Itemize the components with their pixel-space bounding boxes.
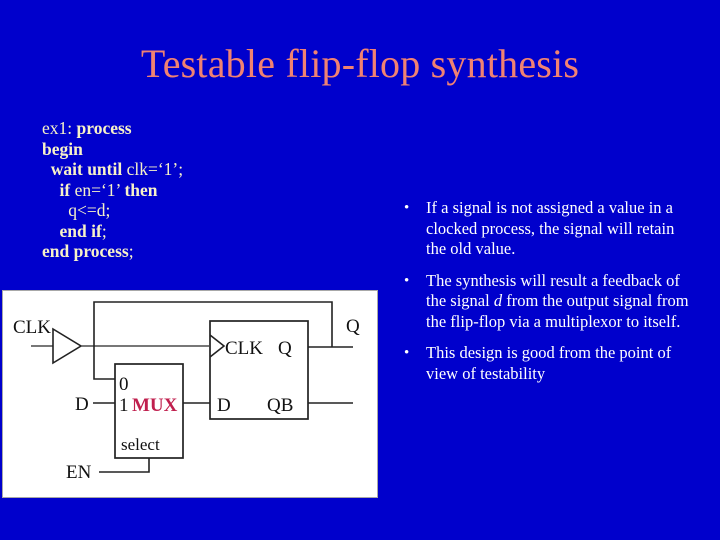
bullet-text: This design is good from the point of vi… xyxy=(426,343,671,383)
bullet-segment: from the output signal from the flip-flo… xyxy=(426,291,689,331)
code-line: wait until clk=‘1’; xyxy=(42,159,342,180)
circuit-diagram-panel: CLK D EN Q 0 1 MUX select CLK Q D QB xyxy=(2,290,378,498)
wire-en-select xyxy=(99,458,150,473)
code-keyword: if xyxy=(59,179,75,200)
bullet-item: • The synthesis will result a feedback of… xyxy=(398,271,698,333)
label-d-input: D xyxy=(75,394,89,415)
label-mux-name: MUX xyxy=(132,395,178,416)
code-keyword: wait until xyxy=(50,159,127,179)
code-line: if en=‘1’ then xyxy=(42,180,342,201)
bullet-emphasis: d xyxy=(493,291,503,310)
code-line: begin xyxy=(42,139,342,160)
flipflop-box xyxy=(209,320,309,420)
code-keyword: begin xyxy=(42,138,83,159)
bullet-segment: The synthesis will result a feedback of … xyxy=(426,270,680,311)
label-mux-input-0: 0 xyxy=(119,374,129,395)
code-indent xyxy=(42,180,60,200)
bullet-item: • If a signal is not assigned a value in … xyxy=(398,198,698,260)
wire-feedback-q-to-mux0 xyxy=(93,301,333,380)
code-indent xyxy=(42,159,51,179)
bullet-segment: If a signal is not assigned a value in a… xyxy=(426,198,675,258)
label-clk-input: CLK xyxy=(13,317,51,338)
code-line: end if; xyxy=(42,221,342,242)
code-indent xyxy=(42,221,60,241)
label-mux-select: select xyxy=(121,435,160,454)
bullet-text: The synthesis will result a feedback of … xyxy=(426,271,689,331)
code-line: end process; xyxy=(42,241,342,262)
label-q-output: Q xyxy=(346,316,360,337)
code-text: ex1: xyxy=(42,118,77,138)
code-text: q<=d; xyxy=(68,200,111,220)
code-line: ex1: process xyxy=(42,118,342,139)
clk-buffer-triangle xyxy=(52,327,83,365)
label-en-input: EN xyxy=(66,462,92,483)
code-keyword: end if xyxy=(59,220,102,241)
code-text: clk=‘1’; xyxy=(126,159,184,179)
bullet-marker-icon: • xyxy=(404,272,410,289)
bullet-marker-icon: • xyxy=(404,345,410,361)
bullet-text: If a signal is not assigned a value in a… xyxy=(426,198,674,258)
code-keyword: then xyxy=(124,179,158,200)
label-ff-q: Q xyxy=(278,338,292,359)
code-keyword: end process xyxy=(42,241,129,261)
code-indent xyxy=(42,200,68,220)
bullet-item: • This design is good from the point of v… xyxy=(398,343,698,384)
bullet-segment: This design is good from the point of vi… xyxy=(426,343,672,383)
page-title: Testable flip-flop synthesis xyxy=(140,41,580,86)
code-text: ; xyxy=(128,241,134,261)
mux-box xyxy=(114,363,184,459)
bullet-list: • If a signal is not assigned a value in … xyxy=(398,198,698,395)
code-keyword: process xyxy=(76,118,132,138)
bullet-marker-icon: • xyxy=(404,200,410,216)
flipflop-clock-wedge-icon xyxy=(209,334,226,358)
circuit-schematic-svg: CLK D EN Q 0 1 MUX select CLK Q D QB xyxy=(13,301,360,483)
label-ff-d: D xyxy=(217,395,231,416)
code-text: en=‘1’ xyxy=(74,179,125,200)
label-ff-qb: QB xyxy=(267,395,293,416)
label-mux-input-1: 1 xyxy=(119,395,129,416)
code-text: ; xyxy=(101,220,107,241)
label-ff-clk: CLK xyxy=(225,338,263,359)
code-line: q<=d; xyxy=(42,200,342,221)
